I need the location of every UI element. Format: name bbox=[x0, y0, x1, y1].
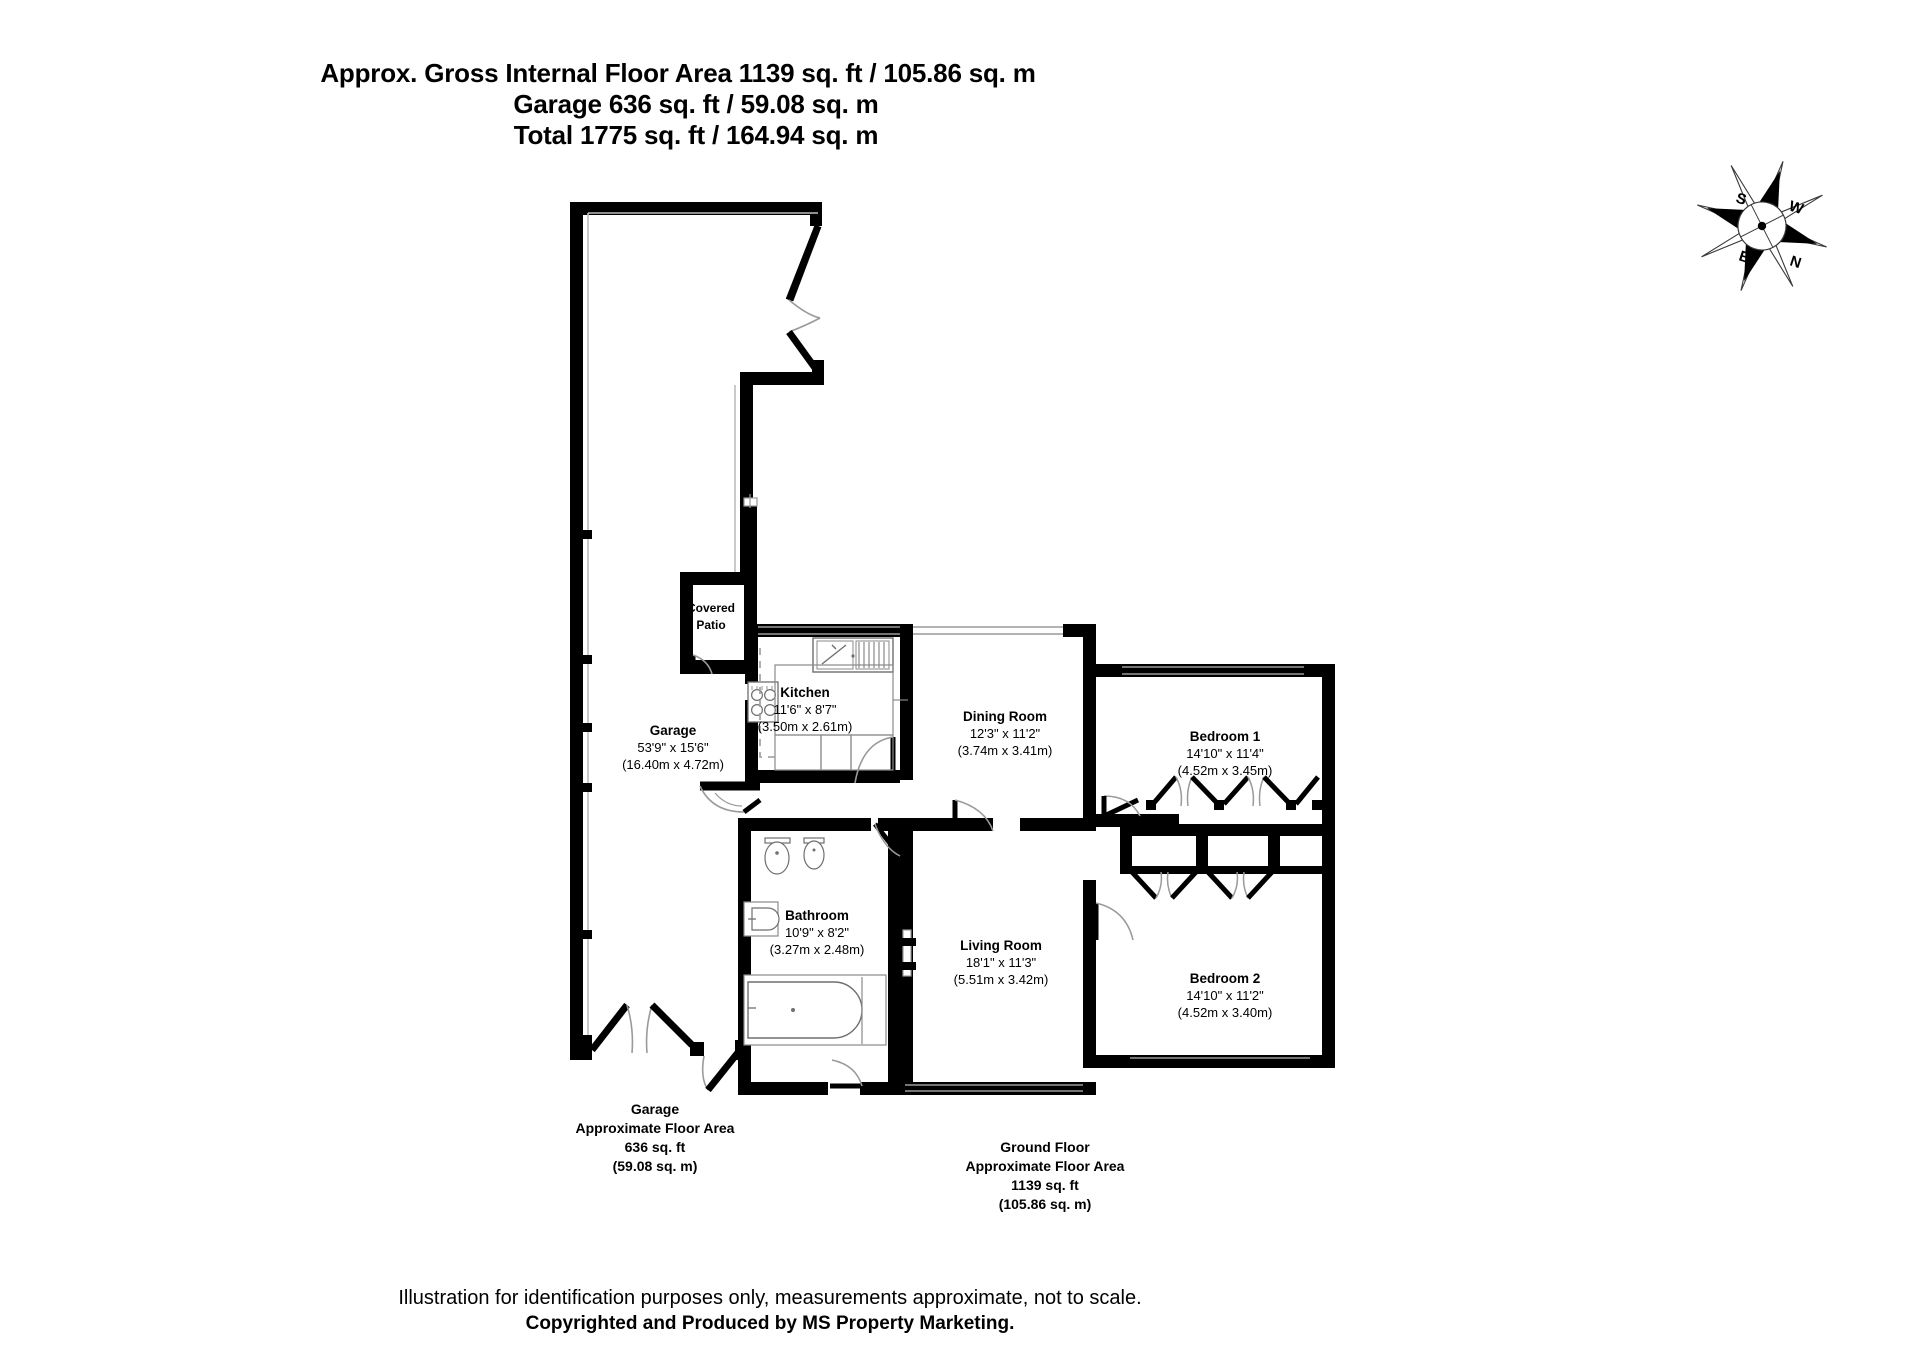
compass-rose-icon: N E S W bbox=[1688, 152, 1836, 300]
room-label-covered-patio: Covered Patio bbox=[686, 601, 736, 632]
area-block-garage: Garage Approximate Floor Area 636 sq. ft… bbox=[575, 1101, 735, 1174]
room-label-bedroom-1: Bedroom 1 14'10" x 11'4" (4.52m x 3.45m) bbox=[1177, 729, 1273, 778]
kitchen-fixtures bbox=[747, 637, 908, 771]
compass-label-east: E bbox=[1737, 248, 1752, 267]
garage-bottom-doors bbox=[589, 1002, 748, 1093]
header-line-gross-internal: Approx. Gross Internal Floor Area 1139 s… bbox=[320, 58, 1036, 88]
compass-rose-svg: N E S W bbox=[1697, 161, 1827, 291]
covered-patio-structure bbox=[680, 494, 758, 675]
room-label-kitchen: Kitchen 11'6" x 8'7" (3.50m x 2.61m) bbox=[757, 685, 853, 734]
room-label-bedroom-2: Bedroom 2 14'10" x 11'2" (4.52m x 3.40m) bbox=[1177, 971, 1273, 1020]
header-line-total: Total 1775 sq. ft / 164.94 sq. m bbox=[513, 120, 879, 150]
area-block-ground-floor: Ground Floor Approximate Floor Area 1139… bbox=[965, 1139, 1125, 1212]
room-label-bathroom: Bathroom 10'9" x 8'2" (3.27m x 2.48m) bbox=[769, 908, 865, 957]
room-label-living-room: Living Room 18'1" x 11'3" (5.51m x 3.42m… bbox=[953, 938, 1049, 987]
footer-copyright: Copyrighted and Produced by MS Property … bbox=[525, 1313, 1015, 1334]
floor-area-header: Approx. Gross Internal Floor Area 1139 s… bbox=[0, 58, 1356, 151]
room-label-garage: Garage 53'9" x 15'6" (16.40m x 4.72m) bbox=[622, 723, 724, 772]
compass-label-north: N bbox=[1788, 253, 1804, 273]
compass-label-west: W bbox=[1787, 198, 1807, 219]
footer-disclaimer: Illustration for identification purposes… bbox=[398, 1287, 1142, 1309]
hall-door-curved bbox=[699, 781, 762, 814]
internal-doors bbox=[830, 736, 1141, 1089]
bathroom-fixtures bbox=[743, 837, 887, 1046]
house-outer-walls bbox=[738, 624, 1335, 1095]
footer-notice: Illustration for identification purposes… bbox=[0, 1285, 1540, 1337]
room-label-dining-room: Dining Room 12'3" x 11'2" (3.74m x 3.41m… bbox=[957, 709, 1053, 758]
bedroom-wardrobe-doors bbox=[1120, 775, 1322, 900]
compass-label-south: S bbox=[1734, 190, 1749, 209]
header-line-garage: Garage 636 sq. ft / 59.08 sq. m bbox=[513, 89, 879, 119]
